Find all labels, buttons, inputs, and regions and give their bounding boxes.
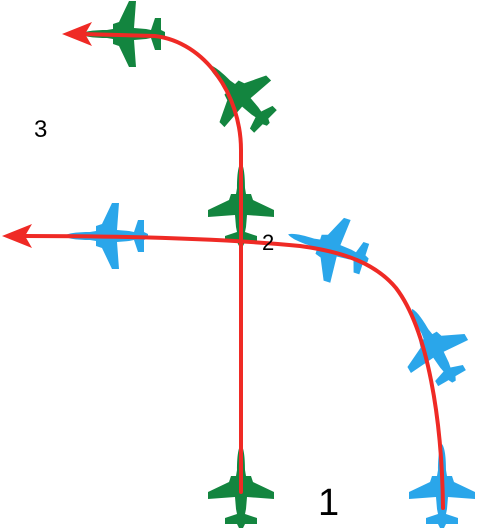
position-label-3: 3 bbox=[34, 116, 48, 143]
green-path-arrowhead-icon bbox=[62, 22, 92, 46]
position-label-1: 1 bbox=[318, 482, 340, 524]
blue-path-arrowhead-icon bbox=[2, 224, 32, 248]
green-flight-path bbox=[80, 32, 243, 494]
blue-flight-path bbox=[22, 234, 445, 510]
blue-jet-banking-icon bbox=[277, 203, 379, 292]
position-label-2: 2 bbox=[262, 230, 275, 255]
